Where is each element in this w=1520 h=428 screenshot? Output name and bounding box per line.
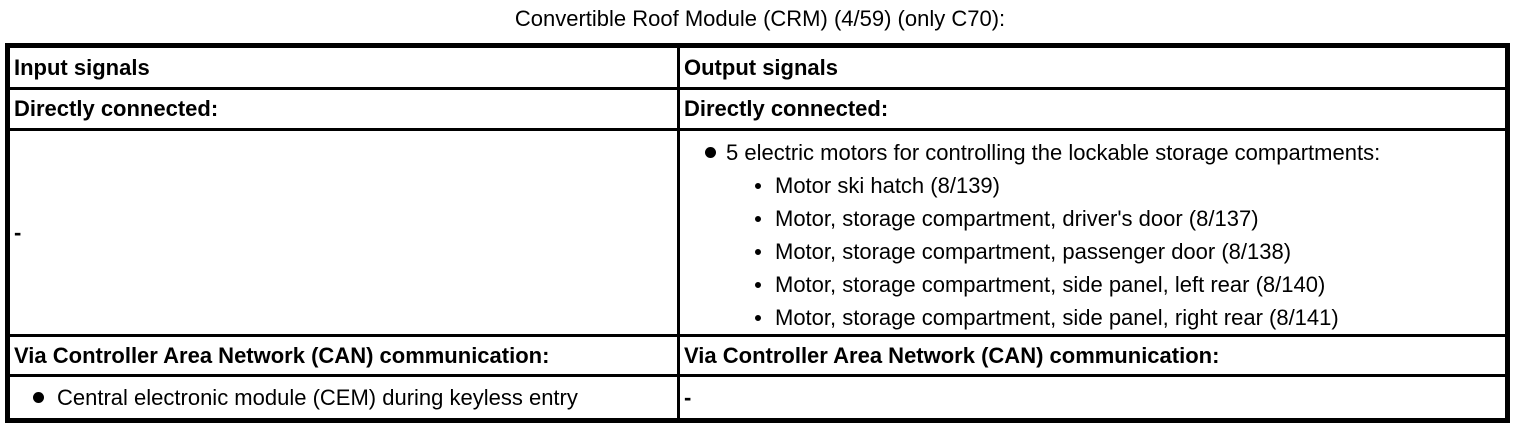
- signals-table: Input signals Output signals Directly co…: [5, 43, 1510, 423]
- sub-list-item: Motor, storage compartment, driver's doo…: [680, 202, 1505, 235]
- input-can-content-cell: Central electronic module (CEM) during k…: [10, 377, 680, 418]
- empty-value-dash: -: [684, 384, 692, 410]
- sub-list-item-text: Motor, storage compartment, passenger do…: [775, 238, 1292, 264]
- sub-list-item: Motor, storage compartment, side panel, …: [680, 268, 1505, 301]
- input-can-label: Via Controller Area Network (CAN) commun…: [10, 337, 680, 374]
- sub-list-item-text: Motor, storage compartment, side panel, …: [775, 271, 1326, 297]
- list-item: 5 electric motors for controlling the lo…: [680, 136, 1505, 169]
- sub-list-item-text: Motor, storage compartment, side panel, …: [775, 304, 1339, 330]
- circle-bullet-icon: [755, 314, 761, 321]
- bullet-icon: [705, 147, 716, 158]
- empty-value-dash: -: [14, 219, 22, 245]
- list-item-text: Central electronic module (CEM) during k…: [57, 384, 578, 410]
- sub-list-item: Motor, storage compartment, passenger do…: [680, 235, 1505, 268]
- page-title: Convertible Roof Module (CRM) (4/59) (on…: [514, 6, 1006, 31]
- bullet-icon: [33, 392, 44, 403]
- circle-bullet-icon: [755, 182, 761, 189]
- circle-bullet-icon: [755, 281, 761, 288]
- output-directly-connected-label: Directly connected:: [684, 96, 889, 121]
- input-directly-connected-label: Directly connected:: [10, 90, 680, 128]
- circle-bullet-icon: [755, 215, 761, 222]
- sub-list-item: Motor ski hatch (8/139): [680, 169, 1505, 202]
- sub-list-item: Motor, storage compartment, side panel, …: [680, 301, 1505, 334]
- circle-bullet-icon: [755, 248, 761, 255]
- table-header-row: Input signals Output signals: [10, 48, 1505, 90]
- output-can-content-cell: -: [680, 377, 1505, 418]
- can-communication-row: Via Controller Area Network (CAN) commun…: [10, 337, 1505, 377]
- directly-connected-content-row: - 5 electric motors for controlling the …: [10, 131, 1505, 337]
- list-item-text: 5 electric motors for controlling the lo…: [726, 139, 1381, 165]
- sub-list-item-text: Motor ski hatch (8/139): [775, 172, 1000, 198]
- sub-list-item-text: Motor, storage compartment, driver's doo…: [775, 205, 1259, 231]
- output-direct-content-cell: 5 electric motors for controlling the lo…: [680, 131, 1505, 334]
- output-can-label: Via Controller Area Network (CAN) commun…: [684, 342, 1220, 368]
- input-direct-content-cell: -: [10, 131, 680, 334]
- directly-connected-row: Directly connected: Directly connected:: [10, 90, 1505, 131]
- can-content-row: Central electronic module (CEM) during k…: [10, 377, 1505, 418]
- input-signals-header: Input signals: [10, 48, 680, 87]
- output-signals-header: Output signals: [684, 54, 838, 80]
